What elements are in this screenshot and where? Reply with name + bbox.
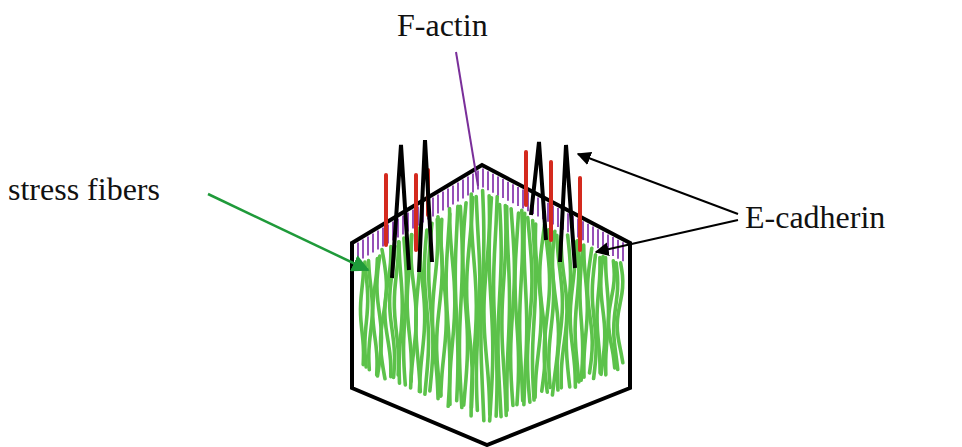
f-actin-label: F-actin [397,8,488,43]
red-strand [524,152,528,205]
stress-fiber [450,209,455,405]
cell-outline [352,165,630,445]
cadherin-spike [419,140,432,272]
f-actin-filament [567,213,569,232]
f-actin-filament [517,187,519,206]
f-actin-filament [472,173,474,192]
f-actin-filament [367,236,369,255]
f-actin-filament [362,239,364,258]
f-actin-filament [432,197,434,216]
stress-fibers-label: stress fibers [8,172,160,207]
f-actin-filament [602,232,604,251]
f-actin-filament [522,190,524,209]
f-actin-filament [482,169,484,188]
f-actin-filament [617,240,619,259]
f-actin-filament [372,233,374,252]
f-actin-filament [437,194,439,213]
f-actin-filament [557,208,559,227]
cadherin-spike [531,142,546,240]
stress-fiber [584,245,588,377]
cadherin-spike [392,145,409,278]
f-actin-filament [447,188,449,207]
f-actin-filament [467,176,469,195]
f-actin-filament [547,203,549,222]
e-cadherin-label: E-cadherin [745,200,885,235]
cadherin-arrow [596,220,738,252]
f-actin-filament [357,242,359,261]
e-cadherin-red [386,152,580,250]
red-strand [384,175,388,245]
f-actin-filament [497,176,499,195]
stress-fiber [489,198,493,421]
stress-fiber [455,206,458,400]
red-strand [414,175,418,250]
f-actin-filament [612,237,614,256]
cadherin-arrow [578,154,738,214]
f-actin-filament [607,234,609,253]
f-actin-filament [412,209,414,228]
f-actin-filament [592,227,594,246]
f-actin-filament [442,191,444,210]
stress-fiber [399,242,402,383]
f-actin-filament [537,198,539,217]
stress-fiber [511,209,515,406]
f-actin-filament [452,185,454,204]
f-actin-filament [382,227,384,246]
red-strand [578,178,582,250]
f-actin-filament [597,229,599,248]
cadherin-spike [560,145,575,268]
f-actin-filament [502,179,504,198]
stress-fiber [494,197,498,417]
stress-fiber-group [360,191,622,421]
f-actin-filament [462,179,464,198]
stress-fiber [617,263,623,363]
f-actin-leader [456,52,478,186]
stress-fiber-arrow [208,194,368,270]
f-actin-filament [582,221,584,240]
f-actin-filament [457,182,459,201]
stress-fiber [476,197,480,411]
e-cadherin-black [392,140,575,278]
red-strand [549,162,553,240]
f-actin-filament [507,182,509,201]
f-actin-filament [402,215,404,234]
f-actin-filament [492,174,494,193]
f-actin-filament [377,230,379,249]
stress-fiber [507,207,510,411]
f-actin-filament [487,171,489,190]
f-actin-filament [512,184,514,203]
stress-fiber [515,213,519,405]
f-actin-filament [587,224,589,243]
